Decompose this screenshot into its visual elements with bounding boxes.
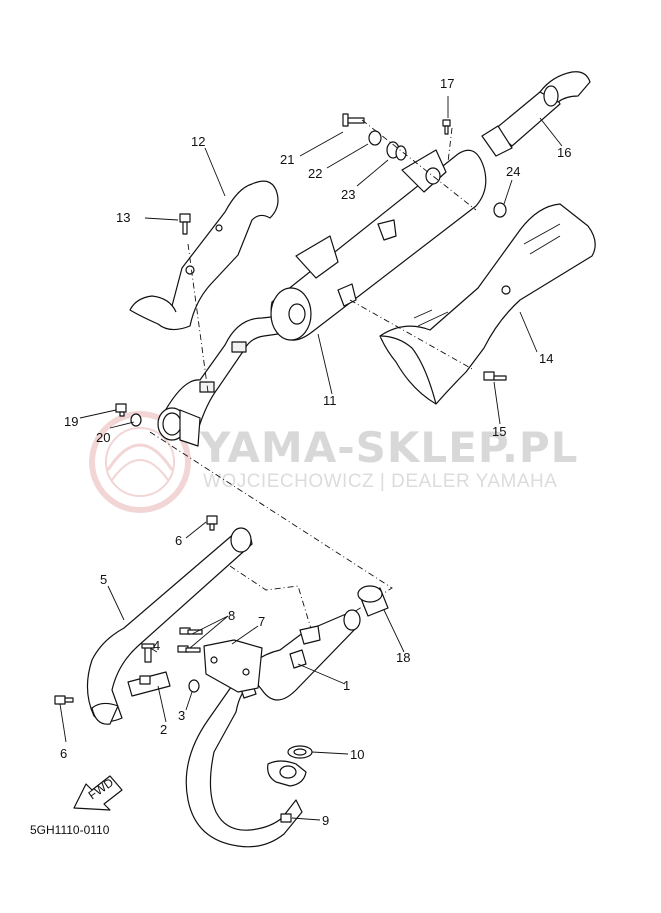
heat-protector-14 — [379, 203, 596, 405]
callout-9: 9 — [322, 813, 329, 828]
callout-21: 21 — [280, 152, 294, 167]
callout-20: 20 — [96, 430, 110, 445]
washer-22 — [368, 130, 382, 146]
callout-13: 13 — [116, 210, 130, 225]
bolt-15 — [483, 371, 507, 381]
flange-exhaust — [267, 760, 307, 787]
callout-6-lower: 6 — [60, 746, 67, 761]
bolt-21 — [342, 113, 365, 127]
callout-3: 3 — [178, 708, 185, 723]
callout-14: 14 — [539, 351, 553, 366]
callout-7: 7 — [258, 614, 265, 629]
callout-12: 12 — [191, 134, 205, 149]
callout-10: 10 — [350, 747, 364, 762]
callout-18: 18 — [396, 650, 410, 665]
callout-1: 1 — [343, 678, 350, 693]
tail-pipe-16 — [481, 71, 591, 157]
exhaust-pipe-front — [157, 314, 293, 447]
collar-24 — [493, 202, 507, 218]
joint-18 — [357, 585, 389, 617]
gasket-10 — [287, 745, 313, 759]
nut-3 — [188, 679, 200, 693]
bolt-19 — [115, 403, 127, 417]
fwd-arrow-icon: FWD — [73, 775, 123, 811]
watermark-logo — [89, 411, 191, 513]
callout-17: 17 — [440, 76, 454, 91]
muffler-11 — [270, 149, 487, 341]
grommet-23 — [386, 141, 407, 161]
callouts: 1 2 3 4 5 6 6 7 8 9 10 11 12 13 14 15 16… — [60, 76, 571, 828]
diagram-code: 5GH1110-0110 — [30, 823, 110, 837]
gasket-20 — [130, 413, 142, 427]
callout-19: 19 — [64, 414, 78, 429]
callout-11: 11 — [323, 393, 337, 408]
watermark-brand: YAMA-SKLEP.PL — [199, 423, 578, 472]
callout-22: 22 — [308, 166, 322, 181]
callout-5: 5 — [100, 572, 107, 587]
bolt-17 — [442, 119, 451, 135]
watermark-tagline: WOJCIECHOWICZ | DEALER YAMAHA — [203, 471, 557, 492]
heat-protector-12 — [129, 180, 279, 331]
callout-6-upper: 6 — [175, 533, 182, 548]
callout-23: 23 — [341, 187, 355, 202]
callout-4: 4 — [153, 638, 160, 653]
leader-lines — [59, 96, 563, 821]
heat-protector-5 — [86, 527, 253, 725]
bracket-7 — [203, 639, 263, 693]
callout-2: 2 — [160, 722, 167, 737]
callout-15: 15 — [492, 424, 506, 439]
bolt-6-lower — [54, 695, 74, 705]
callout-8: 8 — [228, 608, 235, 623]
callout-16: 16 — [557, 145, 571, 160]
watermark: YAMA-SKLEP.PL WOJCIECHOWICZ | DEALER YAM… — [89, 411, 578, 513]
nut-9 — [280, 813, 292, 823]
clamp-2 — [127, 671, 171, 697]
exhaust-pipe-1 — [185, 609, 361, 848]
bolt-4 — [141, 643, 155, 663]
callout-24: 24 — [506, 164, 520, 179]
bolt-13 — [179, 213, 191, 235]
bolt-8 — [177, 627, 203, 653]
bolt-6-upper — [206, 515, 218, 531]
